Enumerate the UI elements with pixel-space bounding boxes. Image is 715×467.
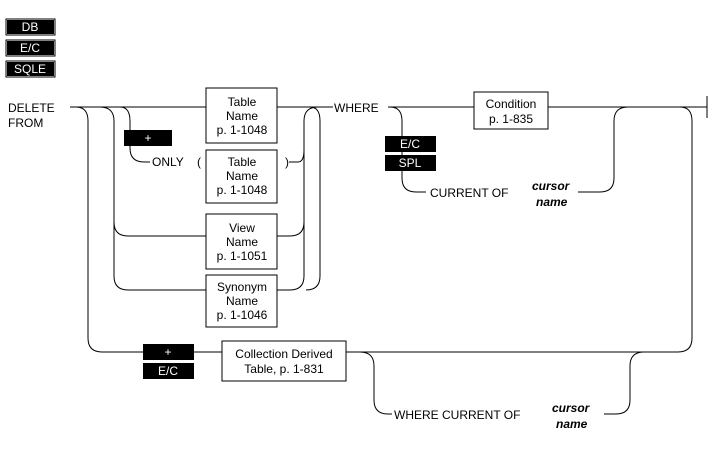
- svg-text:p. 1-1048: p. 1-1048: [217, 183, 268, 197]
- svg-text:Table: Table: [228, 95, 257, 109]
- svg-text:SPL: SPL: [399, 156, 422, 170]
- svg-text:SQLE: SQLE: [14, 62, 46, 76]
- tag-ec-where: E/C: [385, 136, 436, 152]
- svg-text:Name: Name: [226, 109, 258, 123]
- svg-text:Name: Name: [226, 235, 258, 249]
- main-path: [70, 96, 708, 415]
- svg-text:Collection Derived: Collection Derived: [235, 347, 332, 361]
- keyword-only: ONLY: [152, 155, 184, 169]
- tag-plus-collection: +: [143, 344, 194, 360]
- svg-text:p. 1-1046: p. 1-1046: [217, 308, 268, 322]
- badge-db: DB: [5, 18, 56, 36]
- svg-text:E/C: E/C: [20, 41, 40, 55]
- cursor-name-1-word: cursor: [532, 179, 571, 193]
- svg-text:Name: Name: [226, 169, 258, 183]
- box-synonym-name: Synonym Name p. 1-1046: [205, 274, 278, 328]
- keyword-delete: DELETE: [8, 101, 55, 115]
- svg-text:View: View: [229, 221, 255, 235]
- close-paren: ): [285, 155, 289, 169]
- svg-text:E/C: E/C: [400, 137, 420, 151]
- badge-ec: E/C: [5, 39, 56, 57]
- box-table-name-1: Table Name p. 1-1048: [205, 87, 278, 144]
- svg-text:Table: Table: [228, 155, 257, 169]
- open-paren: (: [197, 155, 201, 169]
- tag-spl-where: SPL: [385, 155, 436, 171]
- box-collection-derived-table: Collection Derived Table, p. 1-831: [221, 340, 347, 382]
- svg-text:p. 1-1051: p. 1-1051: [217, 249, 268, 263]
- svg-text:Synonym: Synonym: [217, 280, 267, 294]
- cursor-name-2-word: cursor: [552, 401, 591, 415]
- svg-text:+: +: [164, 345, 171, 359]
- badge-sqle: SQLE: [5, 60, 56, 78]
- svg-text:DB: DB: [22, 20, 39, 34]
- svg-text:+: +: [144, 131, 151, 145]
- keyword-from: FROM: [8, 116, 43, 130]
- keyword-where-current-of: WHERE CURRENT OF: [394, 408, 520, 422]
- cursor-name-1-label: name: [536, 195, 568, 209]
- svg-text:E/C: E/C: [158, 364, 178, 378]
- box-table-name-2: Table Name p. 1-1048: [205, 149, 278, 204]
- svg-text:p. 1-1048: p. 1-1048: [217, 123, 268, 137]
- keyword-current-of: CURRENT OF: [430, 186, 508, 200]
- cursor-name-2-label: name: [556, 417, 588, 431]
- svg-text:Condition: Condition: [486, 97, 537, 111]
- keyword-where: WHERE: [334, 101, 379, 115]
- tag-plus-only: +: [124, 130, 172, 146]
- box-view-name: View Name p. 1-1051: [205, 213, 278, 270]
- tag-ec-collection: E/C: [143, 363, 194, 379]
- svg-text:Name: Name: [226, 294, 258, 308]
- svg-text:p. 1-835: p. 1-835: [489, 112, 533, 126]
- box-condition: Condition p. 1-835: [473, 91, 549, 130]
- svg-text:Table, p. 1-831: Table, p. 1-831: [244, 362, 324, 376]
